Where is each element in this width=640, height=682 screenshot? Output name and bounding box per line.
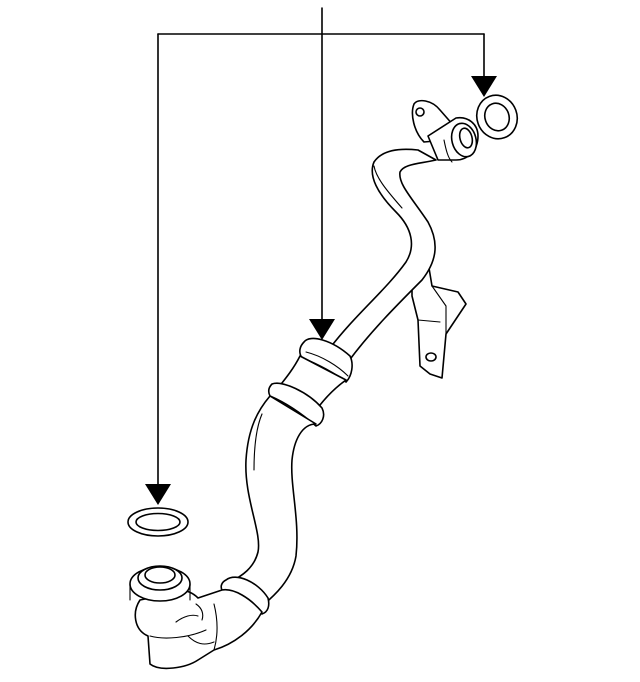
leader-lines xyxy=(145,7,497,505)
gasket-lower xyxy=(127,507,189,537)
hose-middle-section xyxy=(267,355,347,427)
upper-flange xyxy=(411,99,479,163)
gasket-upper xyxy=(475,94,519,140)
arrow-to-upper-gasket xyxy=(471,76,497,97)
hose-clamp-lower xyxy=(220,576,270,615)
mounting-bracket xyxy=(411,261,467,379)
lower-elbow-fitting xyxy=(129,565,263,670)
hose-lower-section xyxy=(229,395,317,607)
arrow-to-lower-gasket xyxy=(145,484,171,505)
hose-clamp-center xyxy=(299,337,353,383)
arrow-to-hose xyxy=(309,319,335,340)
